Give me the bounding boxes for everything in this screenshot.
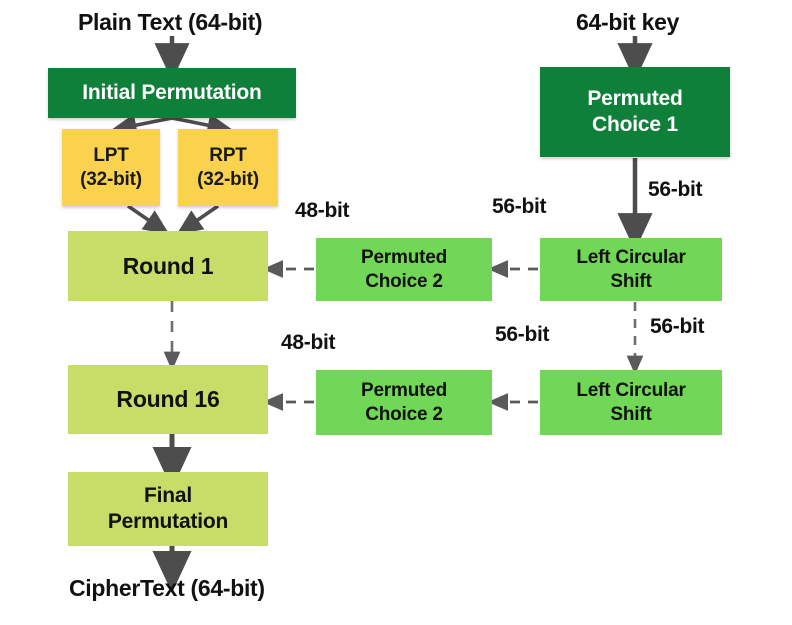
edge-label-lcs-top-to-lcs-bottom: 56-bit xyxy=(650,315,705,338)
round-1-box[interactable]: Round 1 xyxy=(68,231,268,301)
permuted-choice-2-top-box[interactable]: Permuted Choice 2 xyxy=(316,238,492,301)
round-16-box[interactable]: Round 16 xyxy=(68,365,268,434)
left-circular-shift-bottom-box[interactable]: Left Circular Shift xyxy=(540,370,722,435)
left-circular-shift-bottom-label-line2: Shift xyxy=(610,403,652,425)
left-circular-shift-bottom-label-line1: Left Circular xyxy=(576,380,686,402)
permuted-choice-2-bottom-box[interactable]: Permuted Choice 2 xyxy=(316,370,492,435)
plain-text-label: Plain Text (64-bit) xyxy=(78,9,263,35)
left-circular-shift-top-box[interactable]: Left Circular Shift xyxy=(540,238,722,301)
permuted-choice-1-box[interactable]: Permuted Choice 1 xyxy=(540,67,730,157)
ciphertext-label: CipherText (64-bit) xyxy=(69,575,265,601)
arrow-lpt-to-round1 xyxy=(126,204,170,235)
lpt-box[interactable]: LPT (32-bit) xyxy=(62,129,160,206)
permuted-choice-2-top-label-line2: Choice 2 xyxy=(365,270,443,292)
arrow-initial-permutation-to-lpt xyxy=(110,113,173,137)
permuted-choice-2-bottom-label-line2: Choice 2 xyxy=(365,403,443,425)
final-permutation-box[interactable]: Final Permutation xyxy=(68,472,268,546)
edge-label-pc2-bottom-to-round16: 48-bit xyxy=(281,331,336,354)
edge-label-pc1-to-lcs-top: 56-bit xyxy=(648,178,703,201)
left-circular-shift-top-label-line1: Left Circular xyxy=(576,247,686,269)
key-64bit-label: 64-bit key xyxy=(576,9,680,35)
lpt-label-line2: (32-bit) xyxy=(80,168,142,190)
edge-label-pc2-top-to-round1: 48-bit xyxy=(295,199,350,222)
arrow-initial-permutation-to-rpt xyxy=(171,113,234,137)
left-circular-shift-top-label-line2: Shift xyxy=(610,270,652,292)
permuted-choice-2-bottom-label-line1: Permuted xyxy=(360,380,448,402)
rpt-label-line2: (32-bit) xyxy=(197,168,259,190)
initial-permutation-box[interactable]: Initial Permutation xyxy=(48,68,296,118)
arrow-rpt-to-round1 xyxy=(176,204,220,235)
final-permutation-label-line2: Permutation xyxy=(107,510,229,533)
rpt-box[interactable]: RPT (32-bit) xyxy=(178,129,278,206)
rpt-label-line1: RPT xyxy=(209,145,247,167)
permuted-choice-1-label-line1: Permuted xyxy=(587,87,683,111)
edge-label-lcs-bottom-to-pc2-bottom: 56-bit xyxy=(495,323,550,346)
edge-label-lcs-top-to-pc2-top: 56-bit xyxy=(492,195,547,218)
permuted-choice-2-top-label-line1: Permuted xyxy=(360,247,448,269)
final-permutation-label-line1: Final xyxy=(143,484,192,508)
lpt-label-line1: LPT xyxy=(93,145,129,167)
permuted-choice-1-label-line2: Choice 1 xyxy=(592,113,678,136)
